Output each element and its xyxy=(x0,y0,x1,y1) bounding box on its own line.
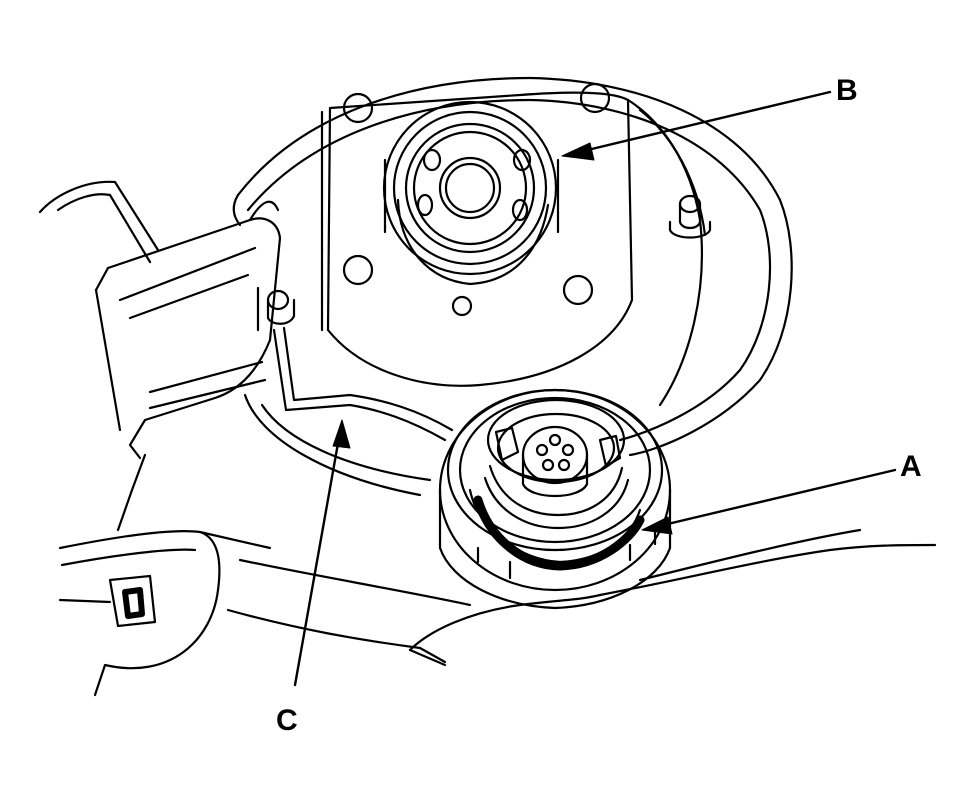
door-stop-bolt xyxy=(668,194,712,239)
fuel-filler-cap xyxy=(438,388,672,610)
callout-label-a: A xyxy=(900,450,922,483)
cap-tether xyxy=(272,326,454,442)
leader-line-b xyxy=(573,90,832,155)
leader-line-a xyxy=(653,468,897,529)
arrowhead-a xyxy=(641,516,673,535)
door-panel xyxy=(320,82,707,407)
body-panel xyxy=(58,453,937,697)
hinge-arm xyxy=(38,180,296,460)
callout-labels: B A C xyxy=(276,74,922,737)
cap-holder-seal xyxy=(382,100,560,286)
callout-label-c: C xyxy=(276,704,298,737)
leader-line-c xyxy=(293,430,342,687)
arrowhead-b xyxy=(561,142,595,161)
arrowhead-c xyxy=(332,419,351,449)
callout-label-b: B xyxy=(836,74,858,107)
filler-housing xyxy=(232,76,793,497)
callout-leaders xyxy=(293,90,897,687)
